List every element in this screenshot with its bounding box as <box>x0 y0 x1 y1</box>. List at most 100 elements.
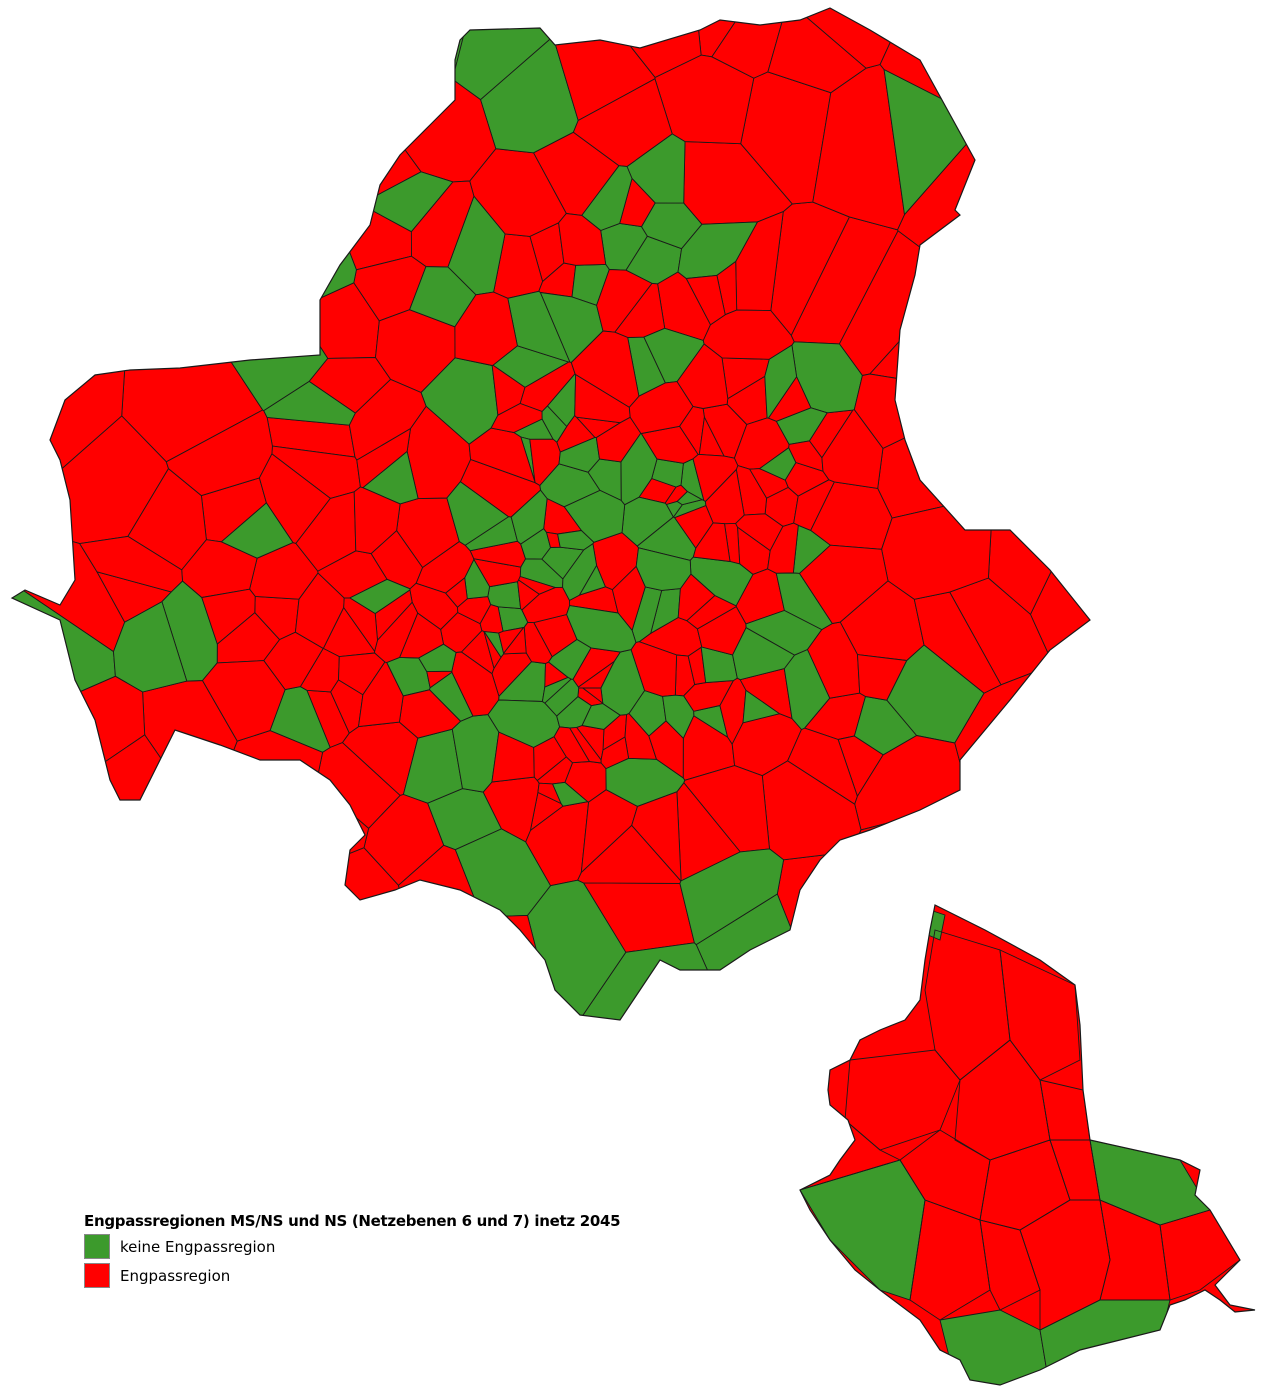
map-cell <box>348 378 427 461</box>
map-cell <box>220 502 294 559</box>
map-cell <box>343 597 378 653</box>
map-cell <box>1099 1199 1171 1301</box>
map-cell <box>510 489 548 545</box>
map-cell <box>662 694 695 740</box>
map-cell <box>127 234 212 355</box>
map-cell <box>628 381 694 434</box>
map-cell <box>936 405 1028 511</box>
legend-swatch-green <box>84 1234 110 1259</box>
map-cell <box>950 249 1090 386</box>
map-cell <box>418 643 457 673</box>
southeast-region <box>800 905 1255 1385</box>
map-cell <box>764 344 798 419</box>
map-cell <box>161 202 239 279</box>
map-cell <box>12 960 56 1020</box>
map-cell <box>676 490 704 506</box>
map-cell <box>52 946 131 1020</box>
legend-item-bottleneck: Engpassregion <box>84 1263 620 1288</box>
map-cell <box>12 533 68 784</box>
map-cell <box>748 468 789 499</box>
map-cell <box>676 343 729 409</box>
map-cell <box>101 140 190 237</box>
map-cell <box>201 660 286 742</box>
map-cell <box>692 453 739 503</box>
legend-label: keine Engpassregion <box>120 1237 276 1256</box>
map-cell <box>570 330 640 408</box>
map-cell <box>556 696 592 729</box>
map-cell <box>332 907 382 989</box>
map-cell <box>30 261 139 367</box>
map-cell <box>464 516 519 552</box>
map-cell <box>12 774 87 899</box>
map-cell <box>648 720 684 779</box>
map-cell <box>33 36 98 131</box>
map-cell <box>227 112 318 196</box>
map-cell <box>732 627 796 681</box>
map-cell <box>69 138 153 257</box>
map-cell <box>78 535 183 593</box>
map-cell <box>611 565 646 632</box>
map-cell <box>275 54 374 179</box>
legend-label: Engpassregion <box>120 1266 231 1285</box>
map-cell <box>137 8 345 56</box>
map-cell <box>154 159 235 223</box>
map-cell <box>100 117 230 183</box>
map-cell <box>12 944 95 1020</box>
map-cell <box>410 180 475 268</box>
map-cell <box>1022 375 1090 532</box>
southeast-region-outline <box>799 904 1256 1386</box>
map-cell <box>490 403 543 433</box>
map-cell <box>231 175 341 262</box>
map-cell <box>209 53 272 120</box>
map-cell <box>207 87 262 137</box>
map-cell <box>451 651 500 717</box>
map-cell <box>397 990 595 1020</box>
map-cell <box>110 906 229 1000</box>
map-cell <box>454 291 518 366</box>
map-cell <box>446 481 510 546</box>
map-cell <box>999 949 1081 1081</box>
map-cell <box>12 219 51 369</box>
map-cell <box>17 866 91 950</box>
map-cell <box>1026 210 1090 384</box>
main-region-outline <box>10 7 1091 1021</box>
map-cell <box>947 327 1089 446</box>
map-cell <box>491 731 535 783</box>
map-cell <box>665 500 683 519</box>
legend-item-no-bottleneck: keine Engpassregion <box>84 1234 620 1259</box>
map-cell <box>635 547 692 591</box>
map-legend: Engpassregionen MS/NS und NS (Netzebenen… <box>84 1212 621 1288</box>
map-cell <box>12 8 70 135</box>
map-cell <box>1008 872 1090 937</box>
map-cell <box>600 736 630 770</box>
map-cell <box>12 27 56 73</box>
map-cell <box>201 588 256 645</box>
map-cell <box>81 819 206 953</box>
map-cell <box>566 605 637 653</box>
map-cell <box>444 577 468 608</box>
map-cell <box>558 213 607 266</box>
map-cell <box>154 749 242 861</box>
map-cell <box>924 8 1037 98</box>
map-cell <box>909 1199 991 1321</box>
map-cell <box>244 8 359 115</box>
map-cell <box>1015 475 1090 557</box>
map-cell <box>679 848 785 946</box>
map-cell <box>1159 1209 1241 1301</box>
map-cell <box>94 63 211 141</box>
map-cell <box>364 889 411 991</box>
map-cell <box>572 647 622 688</box>
map-cell <box>553 726 591 764</box>
southeast-region-base <box>800 905 1255 1385</box>
map-cell <box>12 8 136 40</box>
legend-swatch-red <box>84 1263 110 1288</box>
map-cell <box>211 879 278 1020</box>
legend-title: Engpassregionen MS/NS und NS (Netzebenen… <box>84 1212 621 1230</box>
map-cell <box>498 626 525 655</box>
map-cell <box>537 782 562 805</box>
map-cell <box>194 93 245 164</box>
map-cell <box>12 781 47 976</box>
map-cell <box>1008 771 1090 880</box>
map-cell <box>1030 543 1090 716</box>
